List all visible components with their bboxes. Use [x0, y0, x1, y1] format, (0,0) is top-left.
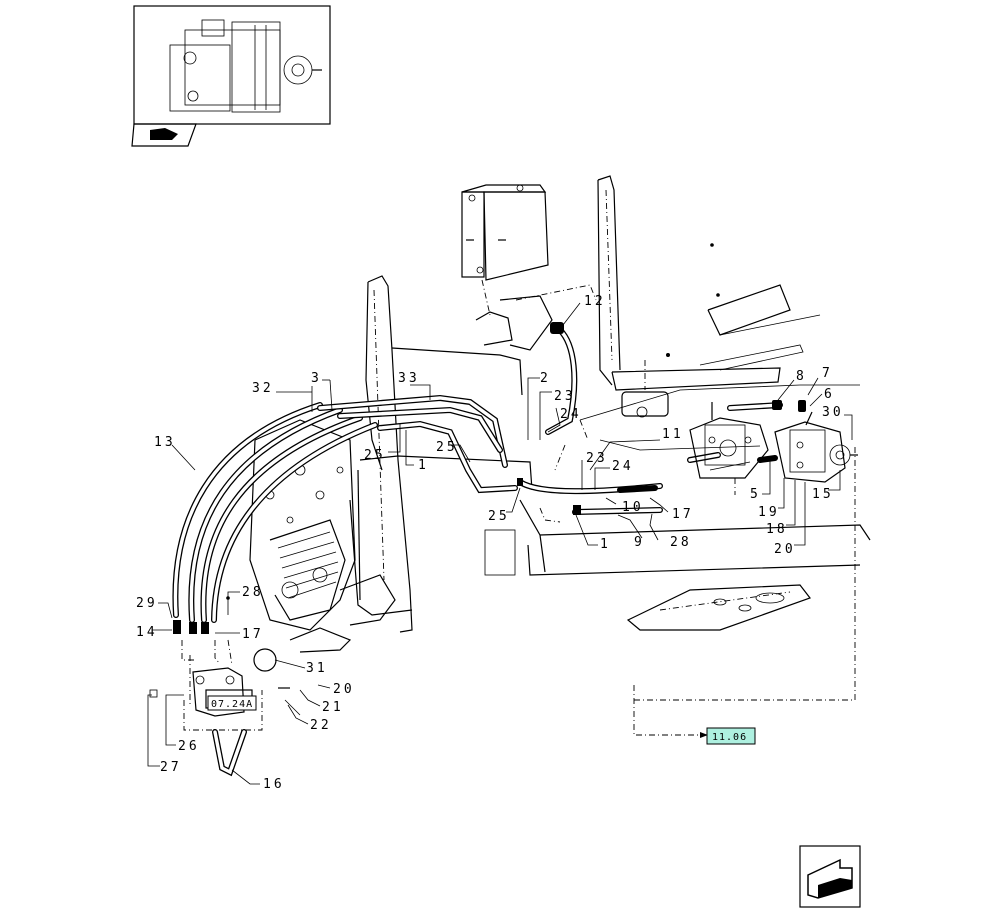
callout-14[interactable]: 14: [136, 625, 158, 640]
control-valve: [149, 596, 301, 777]
callout-20-left[interactable]: 20: [333, 682, 355, 697]
callout-28-left[interactable]: 28: [242, 585, 264, 600]
hydraulic-hoses: [172, 327, 783, 623]
reference-leaders: [181, 419, 856, 736]
callout-26[interactable]: 26: [178, 739, 200, 754]
callout-9[interactable]: 9: [634, 535, 645, 550]
filter-canister: [621, 353, 670, 418]
callout-5[interactable]: 5: [750, 487, 761, 502]
hose-fittings: [173, 322, 806, 634]
book-arrow-icon[interactable]: [131, 123, 197, 147]
callout-23-upper[interactable]: 23: [554, 389, 576, 404]
callout-31[interactable]: 31: [306, 661, 328, 676]
callout-19[interactable]: 19: [758, 505, 780, 520]
reference-07-24a-label: 07.24A: [211, 699, 253, 710]
next-page-arrow-icon[interactable]: [799, 845, 861, 908]
reference-07-24a[interactable]: 07.24A: [207, 695, 257, 711]
callout-20-right[interactable]: 20: [774, 542, 796, 557]
callout-22[interactable]: 22: [310, 718, 332, 733]
callout-10[interactable]: 10: [622, 500, 644, 515]
engine-block: [249, 419, 396, 653]
callout-17-left[interactable]: 17: [242, 627, 264, 642]
callout-1-lower[interactable]: 1: [600, 537, 611, 552]
callout-17-right[interactable]: 17: [672, 507, 694, 522]
hydraulic-pump-center: [689, 402, 769, 495]
callout-12[interactable]: 12: [584, 294, 606, 309]
callout-labels: 12 32 3 33 2 23 24 13 25 1 25 25 23 24 1…: [136, 294, 844, 792]
callout-30[interactable]: 30: [822, 405, 844, 420]
callout-18[interactable]: 18: [766, 522, 788, 537]
callout-2[interactable]: 2: [540, 371, 551, 386]
callout-28-right[interactable]: 28: [670, 535, 692, 550]
hydraulic-pump-right: [774, 411, 858, 483]
callout-25-left[interactable]: 25: [364, 448, 386, 463]
callout-6[interactable]: 6: [824, 387, 835, 402]
reference-11-06-label: 11.06: [712, 732, 747, 743]
callout-33[interactable]: 33: [398, 371, 420, 386]
callout-leaders: [147, 302, 853, 785]
reference-11-06[interactable]: 11.06: [700, 727, 756, 745]
callout-23-lower[interactable]: 23: [586, 451, 608, 466]
callout-8[interactable]: 8: [796, 369, 807, 384]
callout-21[interactable]: 21: [322, 700, 344, 715]
callout-15[interactable]: 15: [812, 487, 834, 502]
callout-16[interactable]: 16: [263, 777, 285, 792]
callout-25-lower[interactable]: 25: [488, 509, 510, 524]
oil-tank: [461, 184, 597, 351]
callout-7[interactable]: 7: [822, 366, 833, 381]
callout-32[interactable]: 32: [252, 381, 274, 396]
callout-11[interactable]: 11: [662, 427, 684, 442]
callout-1-left[interactable]: 1: [418, 458, 429, 473]
callout-25-middle[interactable]: 25: [436, 440, 458, 455]
callout-24-lower[interactable]: 24: [612, 459, 634, 474]
callout-3[interactable]: 3: [311, 371, 322, 386]
callout-29[interactable]: 29: [136, 596, 158, 611]
chassis-frame: [349, 175, 871, 633]
callout-13[interactable]: 13: [154, 435, 176, 450]
pump-thumbnail-icon[interactable]: [133, 5, 331, 125]
callout-27[interactable]: 27: [160, 760, 182, 775]
callout-24-upper[interactable]: 24: [560, 407, 582, 422]
